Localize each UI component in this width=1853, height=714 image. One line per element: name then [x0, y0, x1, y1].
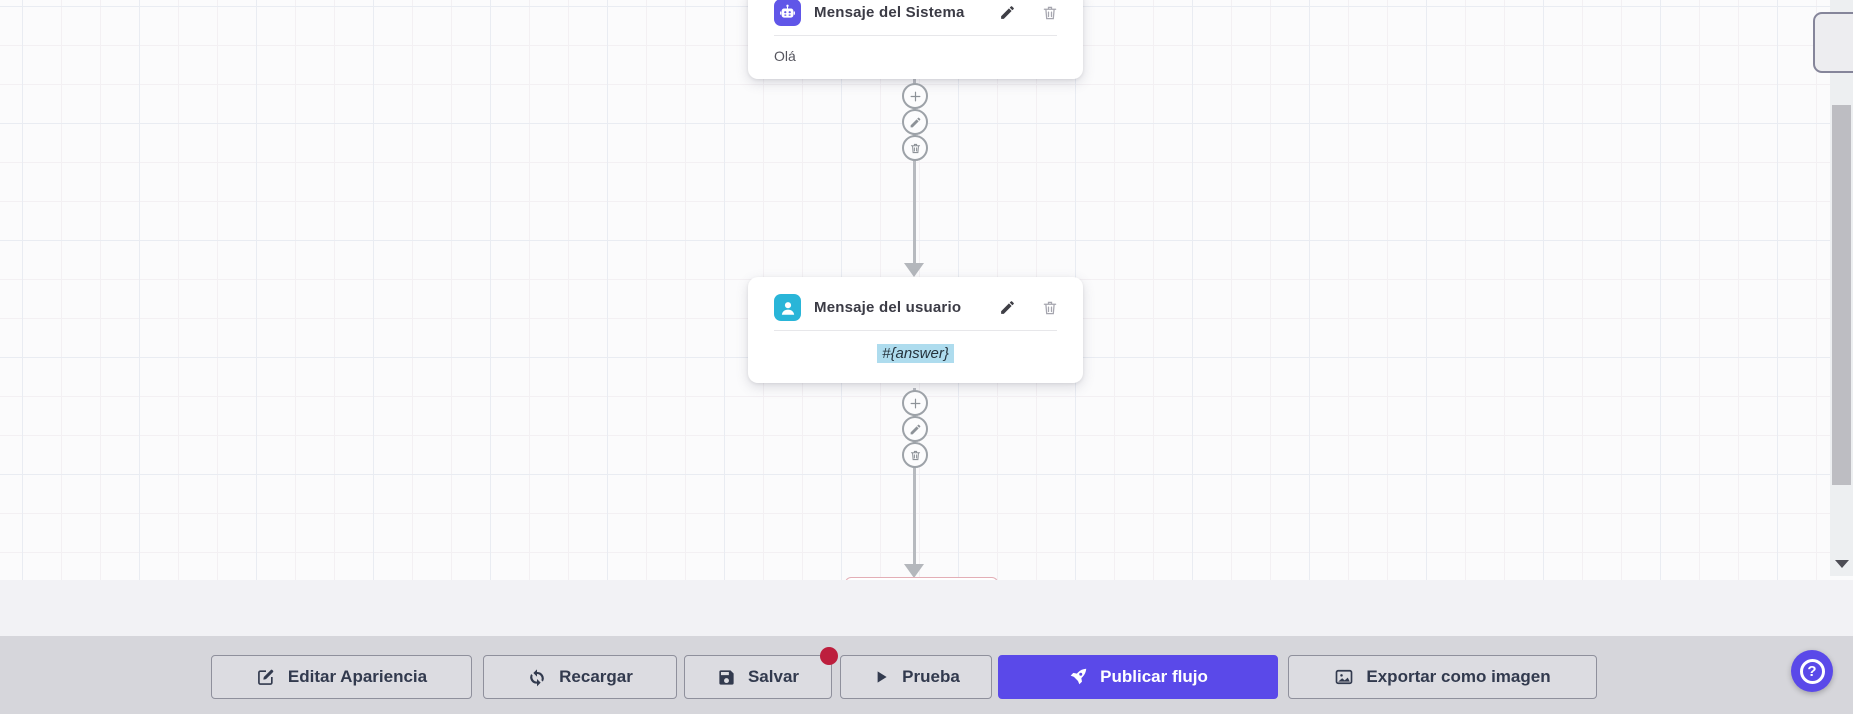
node-card-user-message[interactable]: Mensaje del usuario: [748, 277, 1083, 383]
node-body-text: Olá: [774, 48, 796, 64]
card-divider: [774, 35, 1057, 36]
node-card-header: Mensaje del usuario: [748, 277, 1083, 330]
robot-icon: [774, 0, 801, 26]
edit-connector-button[interactable]: [902, 416, 928, 442]
trash-icon: [909, 142, 922, 155]
save-icon: [717, 668, 736, 687]
pencil-icon: [909, 423, 922, 436]
edit-connector-button[interactable]: [902, 109, 928, 135]
trash-icon: [909, 449, 922, 462]
button-label: Exportar como imagen: [1366, 667, 1551, 686]
flow-canvas[interactable]: Mensaje del Sistema: [0, 0, 1853, 583]
button-label: Prueba: [902, 667, 960, 686]
vertical-scrollbar: [1830, 0, 1853, 576]
connector-line: [913, 388, 916, 565]
node-card-system-message[interactable]: Mensaje del Sistema: [748, 0, 1083, 79]
node-title: Mensaje del Sistema: [814, 4, 965, 21]
edit-node-button[interactable]: [999, 299, 1016, 316]
image-icon: [1334, 667, 1354, 687]
unsaved-changes-dot: [820, 647, 838, 665]
add-node-button[interactable]: [902, 83, 928, 109]
add-node-button[interactable]: [902, 390, 928, 416]
edit-node-button[interactable]: [999, 4, 1016, 21]
question-circle-icon: ?: [1799, 658, 1825, 684]
button-label: Recargar: [559, 667, 633, 686]
scroll-down-arrow-icon[interactable]: [1835, 560, 1849, 568]
cutoff-panel: [1813, 12, 1853, 73]
edit-appearance-button[interactable]: Editar Apariencia: [211, 655, 472, 699]
button-label: Salvar: [747, 667, 800, 686]
connector-arrowhead: [904, 564, 924, 578]
play-icon: [872, 668, 890, 686]
variable-chip: #{answer}: [877, 344, 954, 363]
trash-icon: [1041, 299, 1059, 317]
help-button[interactable]: ?: [1791, 650, 1833, 692]
connector-line: [913, 78, 916, 264]
save-button[interactable]: Salvar: [684, 655, 832, 699]
test-button[interactable]: Prueba: [840, 655, 992, 699]
delete-connector-button[interactable]: [902, 135, 928, 161]
card-divider: [774, 330, 1057, 331]
reload-button[interactable]: Recargar: [483, 655, 677, 699]
user-icon: [774, 294, 801, 321]
export-image-button[interactable]: Exportar como imagen: [1288, 655, 1597, 699]
delete-connector-button[interactable]: [902, 442, 928, 468]
pencil-icon: [999, 299, 1016, 316]
pencil-icon: [999, 4, 1016, 21]
publish-flow-button[interactable]: Publicar flujo: [998, 655, 1278, 699]
connector-arrowhead: [904, 263, 924, 277]
plus-icon: [909, 90, 922, 103]
bottom-toolbar: Editar Apariencia Recargar Salvar P: [0, 636, 1853, 714]
pencil-icon: [909, 116, 922, 129]
button-label: Editar Apariencia: [287, 667, 428, 686]
delete-node-button[interactable]: [1041, 4, 1059, 22]
bottom-strip: [0, 580, 1853, 636]
node-card-header: Mensaje del Sistema: [748, 0, 1083, 35]
refresh-icon: [527, 667, 547, 687]
scrollbar-thumb[interactable]: [1832, 105, 1851, 485]
edit-square-icon: [256, 667, 276, 687]
trash-icon: [1041, 4, 1059, 22]
plus-icon: [909, 397, 922, 410]
node-body: #{answer}: [748, 331, 1083, 383]
help-label: ?: [1807, 662, 1817, 680]
delete-node-button[interactable]: [1041, 299, 1059, 317]
node-title: Mensaje del usuario: [814, 299, 962, 316]
button-label: Publicar flujo: [1100, 667, 1208, 686]
rocket-icon: [1068, 667, 1088, 687]
